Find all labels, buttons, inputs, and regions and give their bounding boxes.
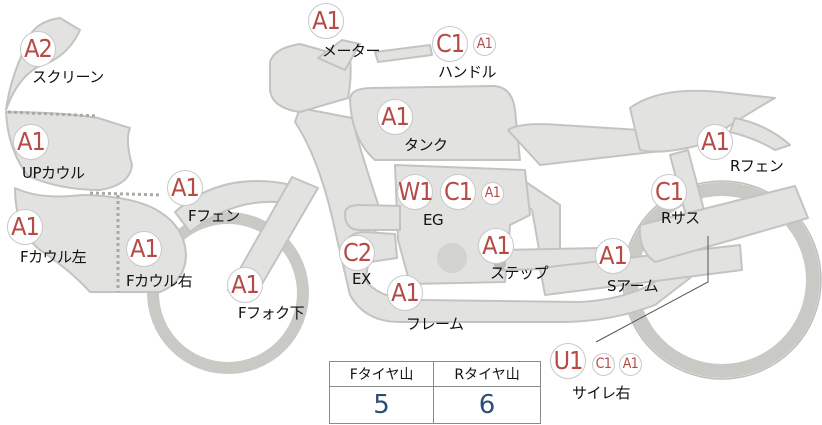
f-cowl-right-badge-a1: A1 bbox=[126, 231, 162, 267]
exhaust-label: EX bbox=[352, 270, 371, 288]
silencer-badge-a1: A1 bbox=[619, 353, 642, 376]
meter-label: メーター bbox=[322, 42, 381, 60]
engine-badge-a1: A1 bbox=[481, 182, 504, 205]
step-label: ステップ bbox=[490, 264, 549, 282]
r-fender-label: Rフェン bbox=[730, 157, 784, 175]
silencer-leader bbox=[595, 236, 709, 343]
handle-label: ハンドル bbox=[438, 63, 497, 81]
silencer-label: サイレ右 bbox=[572, 384, 631, 402]
front-tread-value: 5 bbox=[328, 386, 435, 424]
r-fender-badge-a1: A1 bbox=[697, 124, 733, 160]
rear-fender bbox=[729, 117, 791, 151]
rear-tread-value: 6 bbox=[433, 386, 541, 424]
engine-badge-w1: W1 bbox=[397, 174, 434, 210]
f-cowl-left-label: Fカウル左 bbox=[20, 248, 87, 266]
silencer-badge-c1: C1 bbox=[592, 353, 615, 376]
frame-label: フレーム bbox=[406, 315, 464, 333]
silencer bbox=[638, 185, 809, 263]
screen-label: スクリーン bbox=[32, 68, 104, 86]
tire-tread-table: Fタイヤ山 Rタイヤ山 5 6 bbox=[328, 361, 541, 424]
f-fork-badge-a1: A1 bbox=[227, 267, 263, 303]
up-cowl-badge-a1: A1 bbox=[13, 124, 49, 160]
r-sus-badge-c1: C1 bbox=[651, 174, 687, 210]
f-fender-badge-a1: A1 bbox=[167, 170, 203, 206]
s-arm-badge-a1: A1 bbox=[595, 238, 631, 274]
step-badge-a1: A1 bbox=[478, 228, 514, 264]
tail-cowl bbox=[629, 89, 776, 153]
tank-badge-a1: A1 bbox=[377, 99, 413, 135]
meter-badge-a1: A1 bbox=[308, 3, 344, 39]
engine-badge-c1: C1 bbox=[440, 174, 476, 210]
frame-badge-a1: A1 bbox=[387, 275, 423, 311]
handle-badge-a1: A1 bbox=[473, 33, 496, 56]
engine-label: EG bbox=[423, 211, 444, 229]
f-fork-label: Fフォク下 bbox=[238, 304, 305, 322]
f-fender-label: Fフェン bbox=[188, 207, 240, 225]
s-arm-label: Sアーム bbox=[607, 277, 659, 295]
f-cowl-right-label: Fカウル右 bbox=[126, 272, 193, 290]
rear-tread-header: Rタイヤ山 bbox=[433, 361, 541, 387]
silencer-badge-u1: U1 bbox=[550, 343, 586, 379]
front-tread-header: Fタイヤ山 bbox=[328, 361, 435, 387]
r-sus-label: Rサス bbox=[661, 209, 700, 227]
handle-badge-c1: C1 bbox=[432, 26, 468, 62]
exhaust-badge-c2: C2 bbox=[339, 235, 375, 271]
up-cowl-label: UPカウル bbox=[22, 164, 85, 182]
f-cowl-left-badge-a1: A1 bbox=[7, 209, 43, 245]
screen-badge-a2: A2 bbox=[20, 31, 56, 67]
tank-label: タンク bbox=[404, 136, 448, 154]
